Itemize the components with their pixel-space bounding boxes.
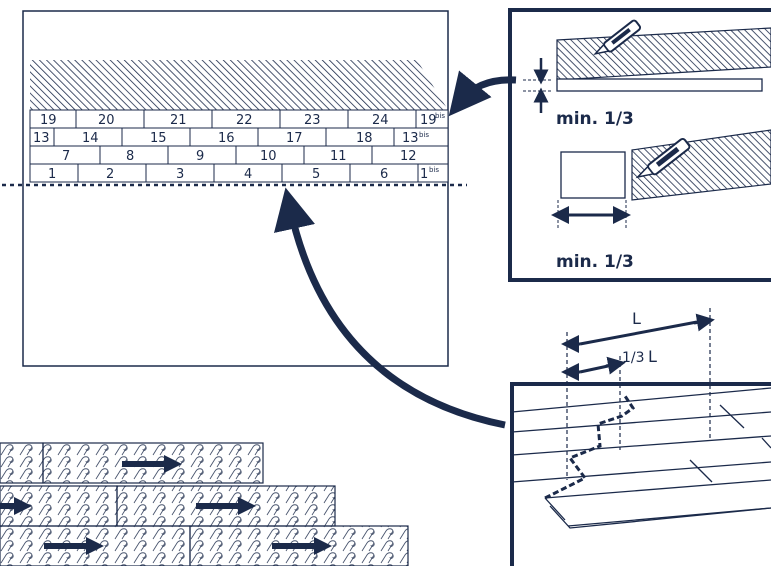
plank-label: 3	[176, 167, 184, 182]
floor-planks	[511, 387, 771, 529]
plank-label: 1	[420, 167, 428, 182]
plank-label: 23	[304, 113, 321, 128]
plank-label: 6	[380, 167, 388, 182]
plank-label: 19	[40, 113, 57, 128]
plank-label-suffix: bis	[419, 131, 429, 139]
length-label: L	[632, 309, 641, 328]
plank-label: 16	[218, 131, 235, 146]
plank-label: 22	[236, 113, 253, 128]
plank-label: 9	[196, 149, 204, 164]
plank-label: 17	[286, 131, 303, 146]
curved-arrow	[274, 187, 506, 429]
plank-label: 18	[356, 131, 373, 146]
cut-detail-panel: min. 1/3 min. 1/3	[508, 8, 771, 282]
plank-label: 11	[330, 149, 347, 164]
arrow-right-icon	[272, 537, 332, 555]
arrow-right-icon	[196, 497, 256, 515]
plank-label: 7	[62, 149, 70, 164]
plank-label: 12	[400, 149, 417, 164]
plank-label: 4	[244, 167, 252, 182]
curved-arrow	[448, 70, 517, 117]
min-third-label: min. 1/3	[556, 252, 634, 272]
plank-label: 20	[98, 113, 115, 128]
cutter-knife-icon	[593, 19, 642, 56]
plank-grid	[29, 109, 449, 183]
plank-labels: 19 20 21 22 23 24 19 bis 13 14 15 16 17 …	[33, 112, 445, 182]
cutter-knife-icon	[635, 137, 691, 179]
plank-label: 1	[48, 167, 56, 182]
plank-label-suffix: bis	[435, 112, 445, 120]
plank-hatched	[631, 129, 771, 201]
panel-frame	[510, 382, 771, 566]
arrow-right-icon	[0, 497, 32, 515]
plank-label: 24	[372, 113, 389, 128]
plank-label: 5	[312, 167, 320, 182]
stagger-offset-path	[544, 395, 636, 500]
plank-label: 21	[170, 113, 187, 128]
plank-label: 13	[33, 131, 50, 146]
cut-strip	[556, 78, 763, 92]
plank-label: 8	[126, 149, 134, 164]
room-plan: 19 20 21 22 23 24 19 bis 13 14 15 16 17 …	[2, 10, 467, 367]
direction-arrows	[0, 455, 332, 555]
arrow-right-icon	[122, 455, 182, 473]
offset-label: 1/3	[622, 350, 645, 366]
plank-label: 2	[106, 167, 114, 182]
plank-label: 19	[420, 113, 437, 128]
offset-label-unit: L	[648, 347, 657, 366]
plank	[0, 442, 44, 484]
stagger-detail-panel: L 1/3 L	[510, 308, 771, 566]
unlaid-area-hatch	[30, 60, 448, 110]
cut-piece	[560, 151, 626, 199]
plank-label: 15	[150, 131, 167, 146]
plank-label: 14	[82, 131, 99, 146]
arrow-right-icon	[44, 537, 104, 555]
plank-label-suffix: bis	[429, 166, 439, 174]
plank-label: 10	[260, 149, 277, 164]
plank-label: 13	[402, 131, 419, 146]
min-third-label: min. 1/3	[556, 109, 634, 129]
